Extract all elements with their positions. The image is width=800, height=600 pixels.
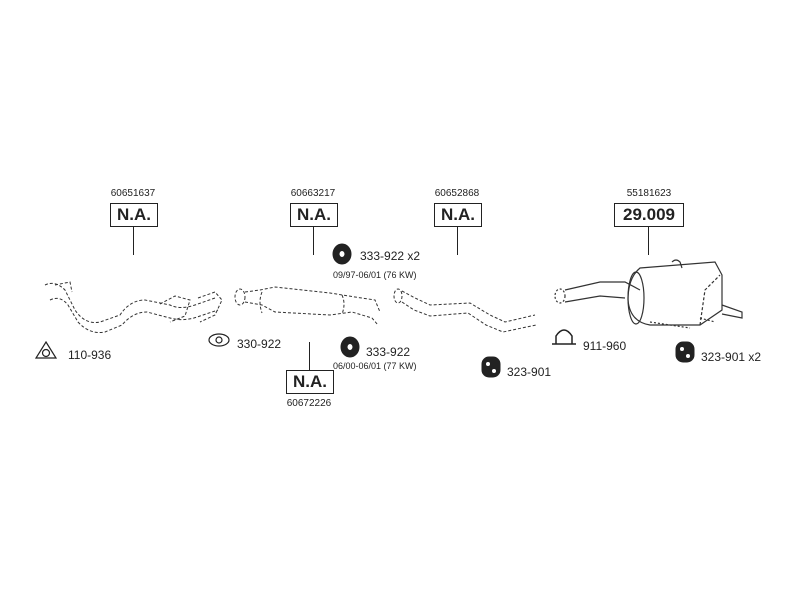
accessory-label-333-922: 333-922	[366, 345, 411, 359]
part-number-catalyst: 60663217	[290, 188, 336, 199]
callout-line-catalyst	[313, 227, 314, 255]
clamp-911-960-icon[interactable]	[552, 329, 576, 345]
gasket-330-922-icon[interactable]	[208, 333, 230, 347]
price-box-catalyst[interactable]: N.A.	[290, 203, 338, 227]
price-box-rear-silencer[interactable]: 29.009	[614, 203, 684, 227]
part-number-rear-silencer: 55181623	[626, 188, 672, 199]
catalyst-drawing[interactable]	[234, 286, 381, 326]
callout-line-front-pipe	[133, 227, 134, 255]
accessory-note-77kw: 06/00-06/01 (77 KW)	[333, 361, 417, 371]
part-number-front-pipe: 60651637	[110, 188, 156, 199]
callout-line-catalyst-alt	[309, 342, 310, 370]
callout-line-middle-pipe	[457, 227, 458, 255]
accessory-label-330-922: 330-922	[237, 337, 282, 351]
part-number-catalyst-alt: 60672226	[286, 398, 332, 409]
gasket-110-936-icon[interactable]	[34, 340, 58, 359]
callout-line-rear-silencer	[648, 227, 649, 255]
part-number-middle-pipe: 60652868	[434, 188, 480, 199]
price-box-front-pipe[interactable]: N.A.	[110, 203, 158, 227]
mount-323-901-icon[interactable]	[481, 356, 501, 378]
accessory-label-110-936: 110-936	[68, 348, 112, 362]
mount-323-901-x2-icon[interactable]	[675, 341, 695, 363]
accessory-label-323-901: 323-901	[507, 365, 552, 379]
accessory-label-911-960: 911-960	[583, 339, 627, 353]
middle-pipe-drawing[interactable]	[393, 288, 537, 333]
accessory-label-333-922-x2: 333-922 x2	[360, 249, 421, 263]
accessory-note-76kw: 09/97-06/01 (76 KW)	[333, 270, 417, 280]
accessory-label-323-901-x2: 323-901 x2	[701, 350, 762, 364]
hanger-333-922-x2-icon[interactable]	[332, 243, 352, 265]
front-pipe-drawing[interactable]	[44, 281, 223, 333]
rear-silencer-drawing[interactable]	[554, 259, 743, 329]
price-box-middle-pipe[interactable]: N.A.	[434, 203, 482, 227]
price-box-catalyst-alt[interactable]: N.A.	[286, 370, 334, 394]
hanger-333-922-icon[interactable]	[340, 336, 360, 358]
